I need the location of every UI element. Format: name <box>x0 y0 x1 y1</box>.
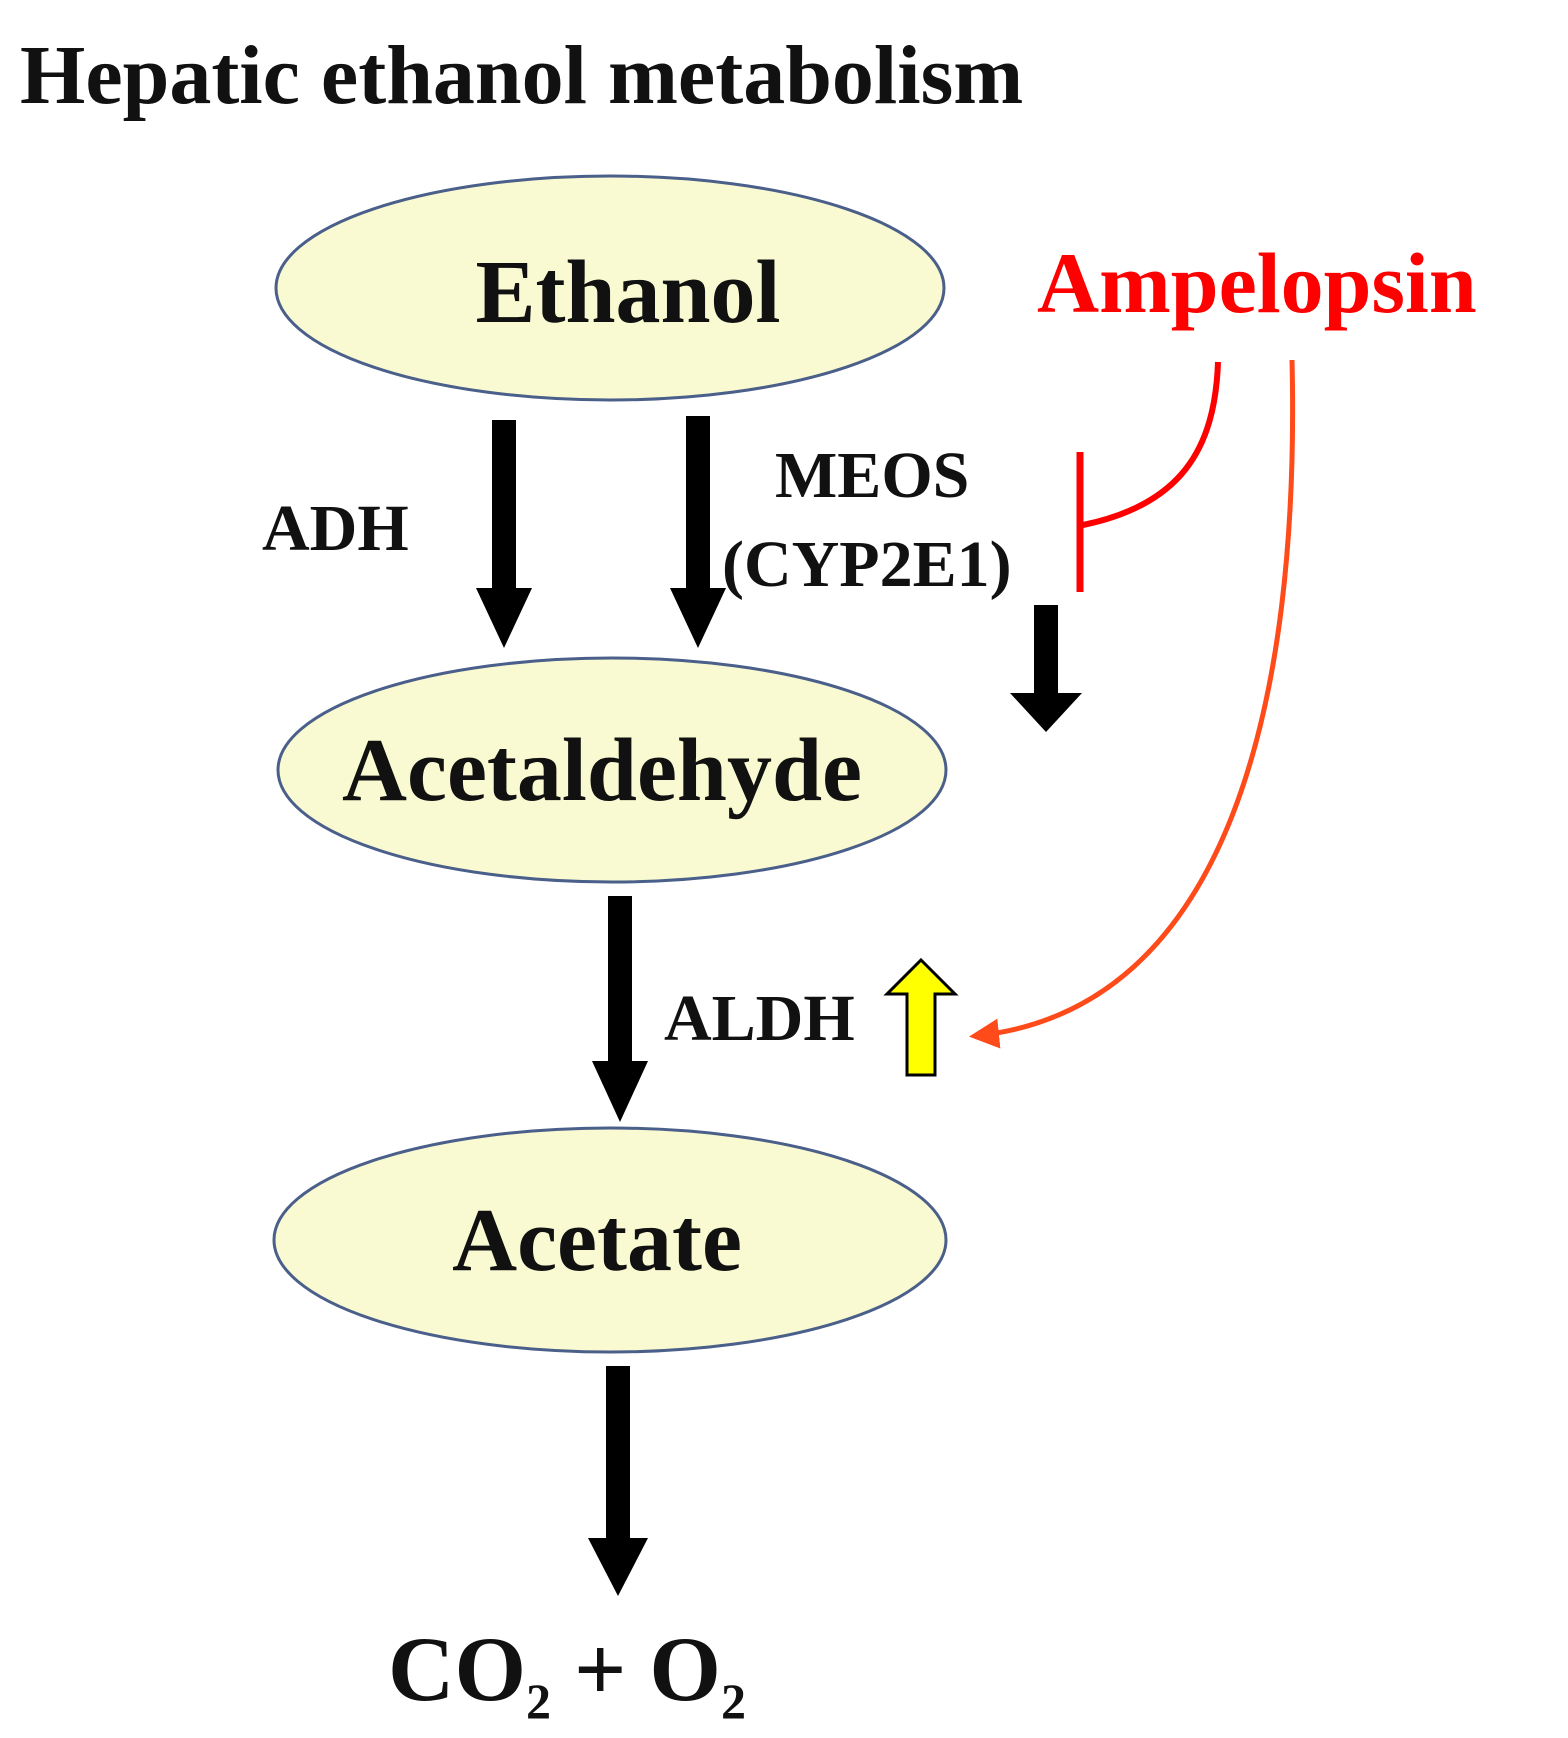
product-co: CO <box>388 1618 526 1720</box>
product-plus-o: + O <box>551 1618 721 1720</box>
node-ethanol-label: Ethanol <box>475 243 780 342</box>
arrow-meos <box>670 416 726 648</box>
node-acetate-label: Acetate <box>452 1191 742 1290</box>
node-ethanol: Ethanol <box>274 174 946 402</box>
node-acetaldehyde-label: Acetaldehyde <box>342 721 862 820</box>
yellow-up-arrow-icon <box>883 957 959 1077</box>
regulator-label-ampelopsin: Ampelopsin <box>1037 235 1477 331</box>
product-label: CO2 + O2 <box>388 1618 746 1729</box>
arrow-acetate-to-products <box>588 1366 648 1596</box>
product-co-subscript: 2 <box>526 1673 551 1729</box>
diagram-title: Hepatic ethanol metabolism <box>20 29 1023 122</box>
activation-arrow-aldh <box>969 359 1296 1049</box>
node-acetate: Acetate <box>272 1126 948 1354</box>
arrow-adh <box>476 420 532 648</box>
black-down-arrow-icon <box>1010 605 1082 732</box>
product-o-subscript: 2 <box>721 1673 746 1729</box>
enzyme-label-adh: ADH <box>262 492 409 565</box>
enzyme-label-aldh: ALDH <box>664 982 855 1055</box>
enzyme-label-meos: MEOS <box>775 439 969 512</box>
arrow-aldh <box>592 896 648 1122</box>
t-bar-inhibition-icon <box>1076 361 1221 592</box>
enzyme-label-cyp2e1: (CYP2E1) <box>722 528 1012 601</box>
node-acetaldehyde: Acetaldehyde <box>276 656 948 884</box>
